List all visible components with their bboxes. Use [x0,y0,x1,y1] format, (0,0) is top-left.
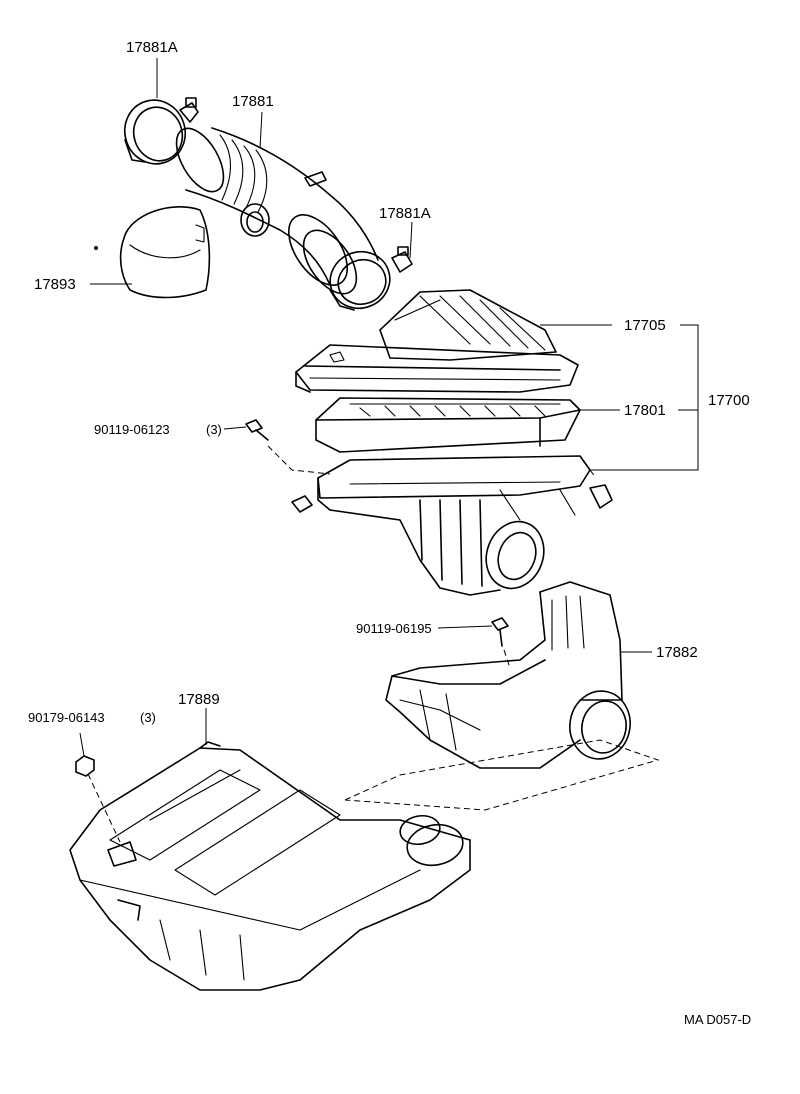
nut [75,755,95,777]
air-hose [175,127,379,295]
label-lower-resonator: 17889 [178,691,220,708]
label-resonator: 17893 [34,276,76,293]
bolt-inlet [491,617,509,647]
label-filter-element: 17801 [624,402,666,419]
label-air-cleaner-cap: 17705 [624,317,666,334]
lower-resonator [69,741,471,991]
callout-labels: 17881A 17881 17881A 17893 17705 17801 17… [28,39,751,1027]
label-bolt-upper-qty: (3) [206,422,222,437]
hose-clamp-lower [329,246,413,311]
label-nut: 90179-06143 [28,710,105,725]
air-cleaner-case [291,455,613,596]
label-bolt-inlet: 90119-06195 [356,621,432,636]
bolt-upper [245,419,269,441]
label-air-hose: 17881 [232,93,274,110]
reference-code: MA D057-D [684,1012,751,1027]
leader-lines [79,58,699,757]
hose-clamp-top [124,97,199,165]
assembly-lines [87,445,660,843]
label-assembly: 17700 [708,392,750,409]
label-hose-clamp-top: 17881A [126,39,178,56]
air-inlet-duct [385,581,631,769]
resonator [94,206,211,299]
label-hose-clamp-lower: 17881A [379,205,431,222]
label-air-inlet: 17882 [656,644,698,661]
label-nut-qty: (3) [140,710,156,725]
filter-element [315,397,581,453]
label-bolt-upper: 90119-06123 [94,422,170,437]
air-cleaner-cap [295,289,579,393]
